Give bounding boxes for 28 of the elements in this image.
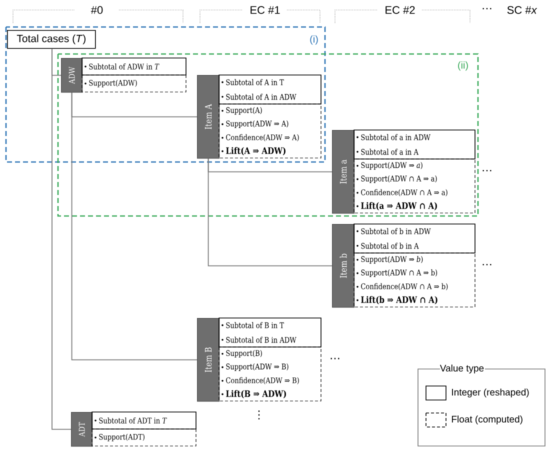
legend-title: Value type [438,363,486,375]
connector-line [71,92,198,360]
ellipsis: ⋯ [480,6,494,14]
legend-text: Integer (reshaped) [452,388,529,398]
ellipsis: ⋯ [482,170,492,172]
list-item: Lift(A ⇒ ADW) [226,147,286,156]
list-item: Lift(b ⇒ ADW ∩ A) [361,296,438,304]
item-tab: ADW [61,58,83,93]
item-tab: Item B [197,318,220,402]
ellipsis: ⋯ [482,264,492,266]
item-tab: Item b [332,224,355,308]
connector-line [208,158,332,266]
column-header: #0 [89,4,105,16]
item-tab: Item a [332,130,355,214]
list-item: Lift(a ⇒ ADW ∩ A) [361,202,437,210]
connector-line [52,48,72,430]
region-label: (i) [310,35,318,45]
column-header: EC #1 [248,4,282,16]
ellipsis: ⋯ [330,358,340,360]
item-tab: ADT [71,412,93,447]
region-label: (ii) [458,61,468,71]
item-tab: Item A [197,75,220,159]
legend-text: Float (computed) [452,416,522,424]
column-header: EC #2 [383,4,417,16]
list-item: Lift(B ⇒ ADW) [226,390,286,398]
root-box: Total cases (T) [7,30,96,49]
column-header: SC #x [505,4,539,16]
ellipsis: ⋮ [258,410,260,420]
